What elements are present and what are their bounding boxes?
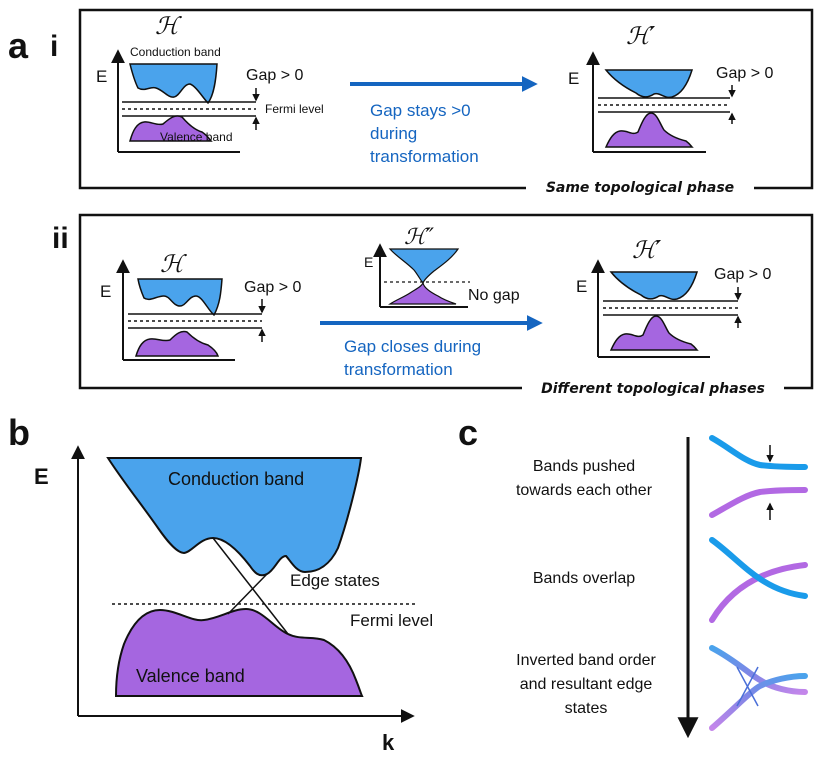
valence-band	[388, 281, 457, 305]
banner-mask	[526, 176, 754, 196]
conduction-curve-step1	[709, 435, 808, 470]
banner-different-phases: Different topological phases	[541, 381, 765, 397]
diagram-h-initial: E ℋ Conduction band Valence band Fermi l…	[96, 12, 324, 153]
step1-line-1: Bands pushed	[533, 458, 635, 475]
step2-line-1: Bands overlap	[533, 570, 635, 587]
energy-axis-label: E	[100, 282, 111, 301]
valence-curve-step2	[709, 562, 808, 623]
step3-line-1: Inverted band order	[516, 652, 656, 669]
diagram-h-prime: E ℋ′ Gap > 0	[576, 236, 771, 358]
panel-c-letter: c	[458, 412, 478, 453]
step1-line-2: towards each other	[516, 482, 653, 499]
conduction-curve-step2	[709, 537, 808, 599]
banner-mask	[522, 377, 784, 397]
conduction-band	[604, 69, 694, 99]
panel-a-ii: Different topological phases E ℋ Gap > 0…	[78, 213, 814, 397]
step3-line-2: and resultant edge	[520, 676, 653, 693]
panel-b: E k Conduction band Valence band Edge st…	[34, 445, 433, 755]
panel-b-letter: b	[8, 412, 30, 453]
arrow-caption-line-2: during	[370, 124, 417, 143]
hamiltonian-prime-label: ℋ′	[626, 22, 656, 50]
conduction-band	[137, 278, 223, 317]
valence-band	[114, 607, 364, 697]
energy-axis-label: E	[96, 67, 107, 86]
panel-a-ii-numeral: ii	[52, 222, 69, 255]
panel-a-i: Same topological phase E ℋ Conduction ba…	[78, 8, 814, 196]
energy-axis-label: E	[568, 69, 579, 88]
conduction-band-label: Conduction band	[168, 469, 304, 489]
panel-a-letter: a	[8, 25, 29, 66]
edge-states-label: Edge states	[290, 571, 380, 590]
arrow-caption-line-1: Gap stays >0	[370, 101, 471, 120]
gap-label: Gap > 0	[244, 279, 301, 296]
panel-a-ii-frame	[78, 213, 814, 390]
inverted-band-lower	[709, 673, 808, 731]
fermi-level-label: Fermi level	[350, 611, 433, 630]
momentum-axis-label: k	[382, 730, 395, 755]
energy-axis-label: E	[34, 464, 49, 489]
diagram-h-initial: E ℋ Gap > 0	[100, 250, 301, 361]
hamiltonian-double-prime-label: ℋ″	[404, 225, 435, 250]
hamiltonian-prime-label: ℋ′	[632, 236, 662, 264]
valence-curve-step1	[709, 487, 808, 518]
no-gap-label: No gap	[468, 287, 520, 304]
panel-a-i-numeral: i	[50, 30, 58, 63]
valence-band	[609, 315, 699, 351]
valence-band-label: Valence band	[136, 666, 245, 686]
energy-axis-label: E	[364, 254, 373, 270]
conduction-band	[129, 63, 218, 105]
diagram-h-prime: E ℋ′ Gap > 0	[568, 22, 773, 153]
conduction-band-label: Conduction band	[130, 45, 221, 59]
arrow-caption-line-3: transformation	[370, 147, 479, 166]
gap-label: Gap > 0	[714, 266, 771, 283]
arrow-caption-line-2: transformation	[344, 360, 453, 379]
energy-axis-label: E	[576, 277, 587, 296]
edge-state-line-2	[736, 666, 759, 707]
edge-state-line-1	[212, 537, 289, 635]
panel-c: Bands pushed towards each other Bands ov…	[516, 435, 808, 739]
gap-label: Gap > 0	[246, 67, 303, 84]
hamiltonian-label: ℋ	[160, 250, 187, 278]
gap-label: Gap > 0	[716, 65, 773, 82]
hamiltonian-label: ℋ	[155, 12, 182, 40]
inverted-band-upper	[709, 645, 808, 695]
banner-same-phase: Same topological phase	[546, 180, 734, 196]
valence-band-label: Valence band	[160, 130, 233, 144]
valence-band	[604, 112, 694, 148]
conduction-band	[388, 248, 460, 285]
conduction-band	[106, 457, 363, 577]
edge-state-line-2	[227, 573, 268, 615]
valence-band	[129, 115, 213, 142]
step3-line-3: states	[565, 700, 608, 717]
panel-a-i-frame	[78, 8, 814, 190]
conduction-band	[609, 271, 699, 301]
arrow-caption-line-1: Gap closes during	[344, 337, 481, 356]
valence-band	[134, 330, 220, 357]
diagram-h-double-prime: E ℋ″ No gap	[364, 225, 520, 308]
fermi-level-label: Fermi level	[265, 102, 324, 116]
